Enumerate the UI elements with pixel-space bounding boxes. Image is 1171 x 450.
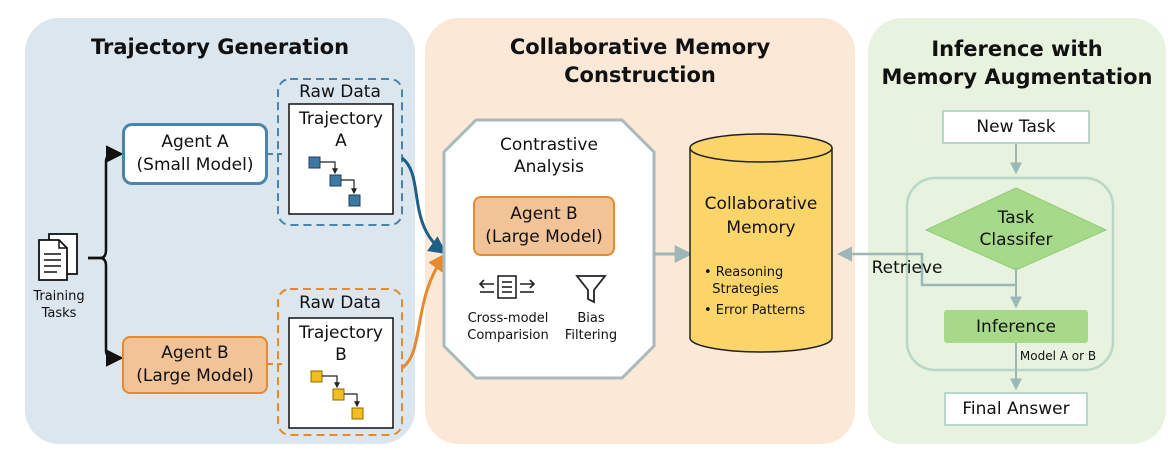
trajectory-a-label: Trajectory A [299, 109, 383, 151]
memory-title: Collaborative Memory [704, 194, 818, 238]
training-tasks-label: Training Tasks [33, 289, 85, 321]
contrastive-analysis-label: Contrastive Analysis [500, 135, 598, 177]
trajectory-a-step-3 [348, 194, 361, 207]
title-inference: Inference with Memory Augmentation [881, 37, 1153, 89]
arrow-retrieve [837, 246, 1016, 287]
agent-a-box: Agent A (Small Model) [122, 123, 268, 185]
compare-icon [478, 275, 536, 299]
title-trajectory-generation: Trajectory Generation [90, 35, 350, 59]
task-classifier-label: Task Classifer [979, 208, 1053, 250]
arrow-to-agent-a [88, 145, 124, 260]
memory-item-errors: • Error Patterns [704, 303, 806, 318]
trajectory-a-step-2 [329, 174, 342, 187]
retrieve-label: Retrieve [871, 258, 943, 278]
trajectory-b-label: Trajectory B [299, 323, 383, 365]
arrow-to-agent-b [88, 256, 124, 367]
cylinder-icon [689, 133, 833, 353]
document-stack-icon [37, 228, 81, 282]
trajectory-a-card [288, 103, 394, 215]
trajectory-b-step-2 [332, 388, 345, 401]
trajectory-b-step-3 [351, 407, 364, 420]
filter-funnel-icon [575, 275, 607, 304]
trajectory-a-step-1 [308, 156, 321, 169]
final-answer-box: Final Answer [944, 392, 1088, 426]
bias-filtering-label: Bias Filtering [564, 311, 618, 343]
title-collaborative-memory: Collaborative Memory Construction [509, 35, 771, 87]
agent-b-box-middle: Agent B (Large Model) [473, 196, 615, 256]
agent-b-box-left: Agent B (Large Model) [122, 336, 268, 394]
model-choice-label: Model A or B [1019, 349, 1097, 363]
inference-loop-outline [905, 176, 1115, 372]
new-task-box: New Task [942, 110, 1090, 144]
inference-box: Inference [944, 310, 1088, 343]
trajectory-b-card [288, 317, 394, 429]
raw-data-b-label: Raw Data [299, 293, 381, 313]
arrow-traj-b-to-analysis [401, 253, 447, 370]
trajectory-b-step-1 [310, 370, 323, 383]
memory-item-reasoning: • Reasoning Strategies [704, 265, 784, 297]
raw-data-a-label: Raw Data [299, 82, 381, 102]
cross-model-label: Cross-model Comparision [467, 311, 549, 343]
arrow-traj-a-to-analysis [401, 156, 447, 255]
